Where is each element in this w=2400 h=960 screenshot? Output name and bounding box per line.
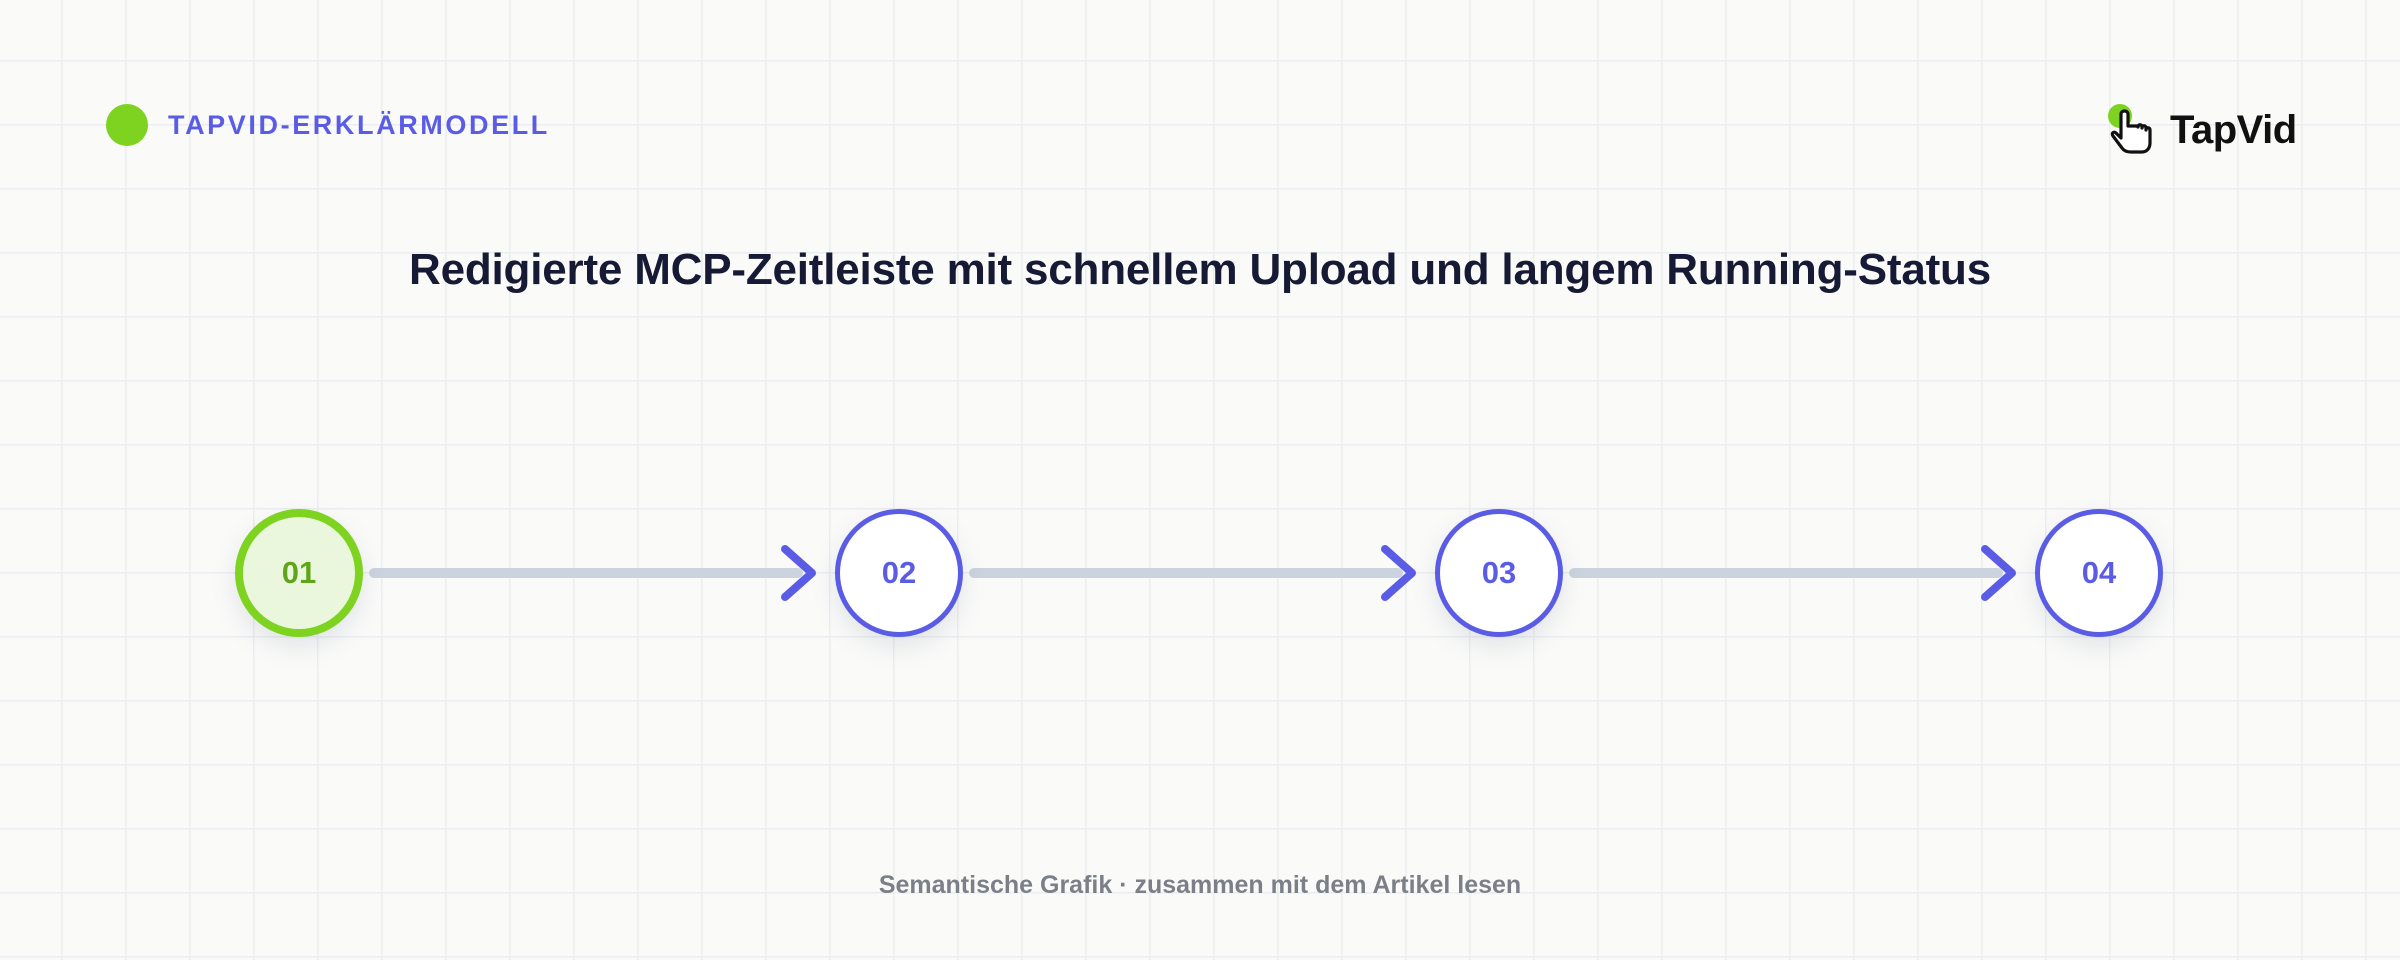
hand-pointer-tap-icon bbox=[2108, 104, 2152, 154]
step-number: 02 bbox=[881, 555, 917, 590]
step-node-4[interactable]: 04 bbox=[2035, 509, 2163, 637]
logo-wordmark: TapVid bbox=[2170, 107, 2297, 152]
footer-caption: Semantische Grafik · zusammen mit dem Ar… bbox=[878, 871, 1522, 899]
step-node-2[interactable]: 02 bbox=[835, 509, 963, 637]
step-number: 01 bbox=[281, 555, 317, 590]
brand-dot-icon bbox=[106, 104, 148, 146]
tapvid-logo[interactable]: TapVid bbox=[2106, 100, 2297, 160]
brand-label: TAPVID-ERKLÄRMODELL bbox=[168, 109, 550, 140]
step-node-3[interactable]: 03 bbox=[1435, 509, 1563, 637]
step-number: 03 bbox=[1481, 555, 1517, 590]
diagram-title: Redigierte MCP-Zeitleiste mit schnellem … bbox=[409, 245, 1991, 294]
step-node-1[interactable]: 01 bbox=[235, 509, 363, 637]
brand-header: TAPVID-ERKLÄRMODELL bbox=[106, 104, 550, 146]
step-number: 04 bbox=[2081, 555, 2117, 590]
